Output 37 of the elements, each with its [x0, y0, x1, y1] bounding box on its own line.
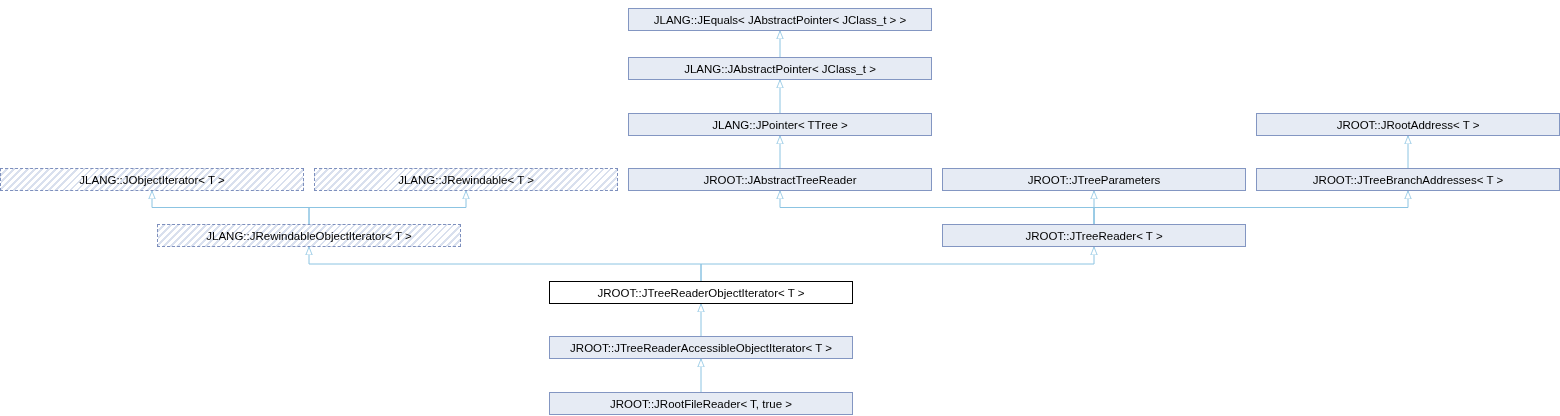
class-name: JROOT::JTreeReader< T > [1025, 229, 1163, 242]
template-class-box [314, 168, 618, 191]
template-class-box [157, 224, 461, 247]
inheritance-arrow [700, 246, 1098, 282]
inheritance-arrow [1093, 190, 1412, 225]
class-name: JLANG::JAbstractPointer< JClass_t > [684, 62, 876, 75]
class-box [942, 168, 1246, 191]
class-box [549, 336, 853, 359]
class-name: JLANG::JEquals< JAbstractPointer< JClass_t > > [653, 13, 907, 26]
class-box [628, 168, 932, 191]
class-box [628, 113, 932, 136]
class-name: JROOT::JRootFileReader< T, true > [610, 397, 792, 410]
inheritance-arrow [1404, 135, 1412, 169]
class-name: JROOT::JRootAddress< T > [1336, 118, 1480, 131]
highlighted-class-box [549, 281, 853, 304]
inheritance-arrow [308, 190, 470, 225]
class-box [628, 57, 932, 80]
class-box [1256, 168, 1560, 191]
class-name: JLANG::JRewindableObjectIterator< T > [206, 229, 412, 242]
class-name: JROOT::JAbstractTreeReader [703, 173, 857, 186]
class-box [942, 224, 1246, 247]
class-name: JLANG::JObjectIterator< T > [79, 173, 225, 186]
inheritance-arrow [697, 303, 705, 337]
inheritance-arrow [776, 135, 784, 169]
class-name: JROOT::JTreeParameters [1027, 173, 1161, 186]
class-box [549, 392, 853, 415]
class-name: JLANG::JPointer< TTree > [712, 118, 848, 131]
class-box [628, 8, 932, 31]
template-class-box [0, 168, 304, 191]
inheritance-arrow [697, 358, 705, 393]
class-name: JROOT::JTreeReaderObjectIterator< T > [597, 286, 805, 299]
class-name: JROOT::JTreeReaderAccessibleObjectIterator< T > [570, 341, 832, 354]
inheritance-arrow [776, 30, 784, 58]
class-box [1256, 113, 1560, 136]
inheritance-arrow [776, 79, 784, 114]
class-name: JROOT::JTreeBranchAddresses< T > [1312, 173, 1504, 186]
class-name: JLANG::JRewindable< T > [398, 173, 534, 186]
